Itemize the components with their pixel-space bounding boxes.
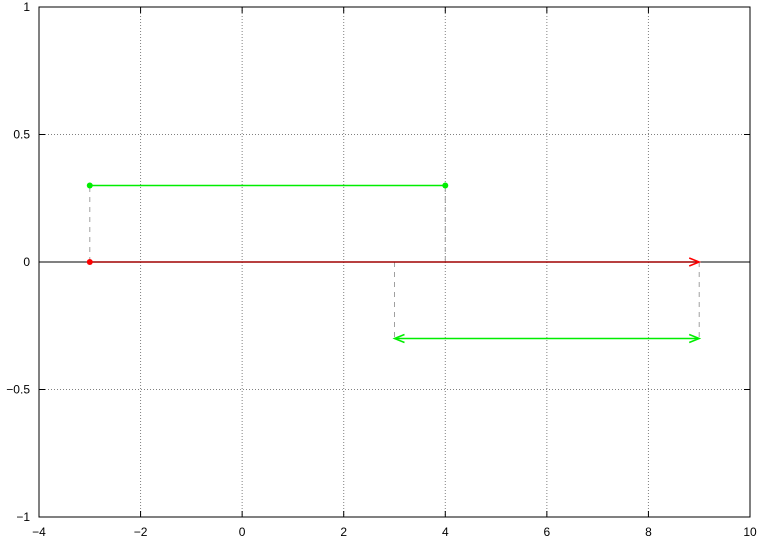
plot-frame xyxy=(38,6,751,518)
x-tick-label: −4 xyxy=(32,525,46,539)
y-tick-label: 1 xyxy=(23,0,30,14)
y-tick-label: 0 xyxy=(23,255,30,269)
x-tick-label: 4 xyxy=(442,525,449,539)
x-tick-label: 2 xyxy=(340,525,347,539)
series-vector-arrowhead xyxy=(688,257,702,267)
x-tick-label: 0 xyxy=(239,525,246,539)
y-tick-label: −0.5 xyxy=(6,383,30,397)
series-interval-arrowhead-left xyxy=(392,333,405,344)
y-tick-label: −1 xyxy=(16,510,30,524)
x-tick-label: 6 xyxy=(544,525,551,539)
series-segment-point xyxy=(442,182,449,189)
y-tick-label: 0.5 xyxy=(13,128,30,142)
series-vector-point xyxy=(86,259,93,265)
x-tick-label: 10 xyxy=(743,525,757,539)
series-interval-arrowhead-right xyxy=(688,333,702,344)
x-tick-label: 8 xyxy=(645,525,652,539)
x-tick-label: −2 xyxy=(134,525,148,539)
series-segment-point xyxy=(86,182,93,189)
